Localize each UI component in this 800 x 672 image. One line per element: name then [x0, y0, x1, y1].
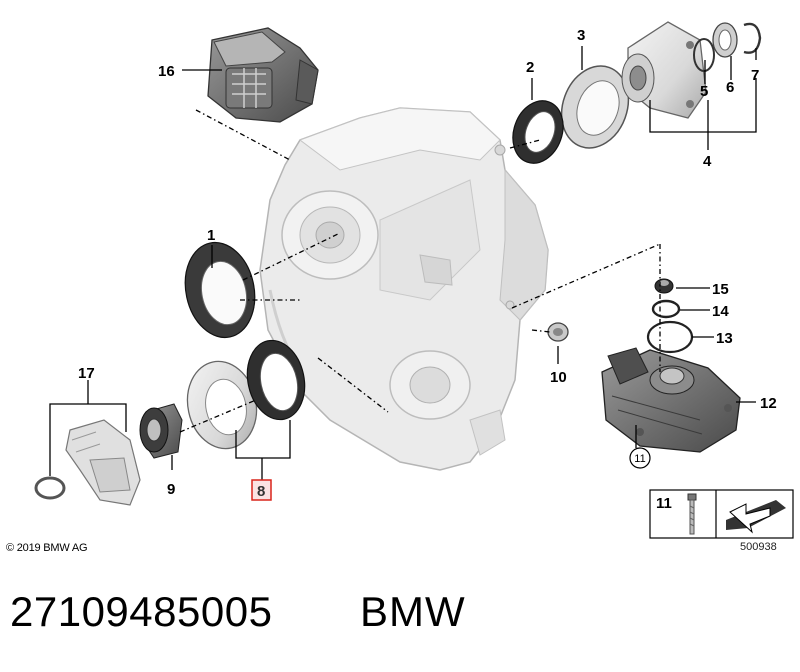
svg-text:11: 11 [634, 453, 645, 465]
part-12-actuator-motor [601, 347, 741, 453]
callout-14: 14 [712, 303, 729, 320]
callout-5: 5 [700, 83, 708, 100]
svg-text:8: 8 [257, 483, 265, 500]
callout-10: 10 [550, 369, 567, 386]
part-number: 27109485005 [10, 588, 273, 635]
part-3-shaft-seal-ring [560, 65, 630, 149]
transfer-case-housing [259, 107, 549, 471]
callout-3: 3 [577, 27, 585, 44]
callout-labels: 16 2 3 5 6 7 4 1 15 14 13 10 12 17 9 [78, 27, 777, 498]
part-5-o-ring [693, 38, 715, 72]
callout-15: 15 [712, 281, 729, 298]
part-15-cap [654, 278, 674, 294]
part-6-washer [712, 22, 738, 58]
legend-item-11: 11 [656, 495, 672, 512]
part-7-circlip [743, 22, 762, 54]
part-8-seal [246, 339, 306, 421]
callout-1: 1 [207, 227, 215, 244]
callout-12: 12 [760, 395, 777, 412]
part-10-screw-plug [547, 322, 569, 342]
callout-4: 4 [703, 153, 712, 170]
brand-name: BMW [360, 588, 466, 635]
part-16-connector-housing [207, 27, 319, 123]
part-9-bushing [139, 403, 183, 459]
part-8-cover-ring [186, 360, 258, 450]
assembly-axis-lines [179, 109, 661, 433]
part-17-clamp-ring [34, 476, 66, 500]
bolt-icon [687, 493, 697, 535]
copyright-notice: © 2019 BMW AG [6, 542, 88, 554]
circled-callout-11: 11 [629, 447, 651, 469]
diagram-number: 500938 [740, 541, 777, 553]
part-13-o-ring [646, 320, 694, 354]
part-2-radial-seal [512, 100, 564, 164]
part-14-o-ring [651, 299, 681, 319]
callout-6: 6 [726, 79, 734, 96]
part-1-radial-seal [184, 241, 256, 339]
callout-17: 17 [78, 365, 95, 382]
callout-13: 13 [716, 330, 733, 347]
direction-arrow-icon [726, 500, 786, 534]
leader-lines [49, 46, 757, 480]
output-flange [621, 21, 707, 119]
callout-9: 9 [167, 481, 175, 498]
callout-16: 16 [158, 63, 175, 80]
callout-7: 7 [751, 67, 759, 84]
part-17-heat-shield [65, 419, 141, 506]
legend-box: 11 [649, 489, 794, 539]
callout-2: 2 [526, 59, 534, 76]
callout-8-highlighted[interactable]: 8 [251, 479, 272, 501]
